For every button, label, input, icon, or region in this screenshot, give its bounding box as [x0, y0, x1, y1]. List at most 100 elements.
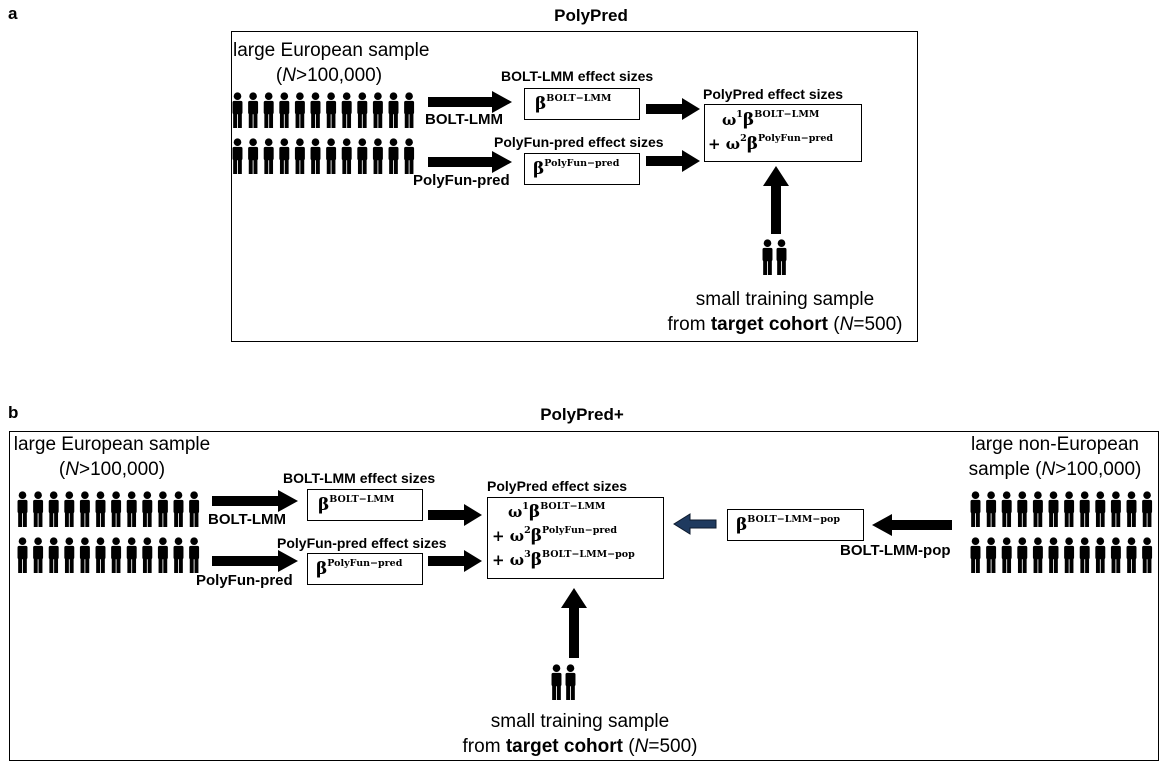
- a-training-sample-label: small training sample from target cohort…: [667, 289, 903, 335]
- a-crowd-bottom: [232, 138, 415, 174]
- person-icon: [1001, 537, 1012, 573]
- person-icon: [310, 138, 321, 174]
- a-arrow-training-up: [763, 166, 789, 234]
- person-icon: [294, 138, 305, 174]
- a-arrow-bolt-to-polypred: [646, 98, 700, 120]
- b-method-bolt: BOLT-LMM: [208, 511, 287, 528]
- person-icon: [95, 537, 106, 573]
- b-training-people: [551, 664, 576, 700]
- b-european-sample-label: large European sample (N>100,000): [13, 434, 211, 480]
- b-arrow-polyfun-to-polypred: [428, 550, 482, 572]
- person-icon: [232, 92, 243, 128]
- arrow-icon: [673, 513, 717, 535]
- arrow-icon: [428, 151, 512, 173]
- person-icon: [1095, 537, 1106, 573]
- arrow-icon: [872, 514, 952, 536]
- arrow-icon: [646, 98, 700, 120]
- person-icon: [1064, 491, 1075, 527]
- person-icon: [142, 537, 153, 573]
- person-icon: [1142, 491, 1153, 527]
- person-icon: [1001, 491, 1012, 527]
- a-beta-bolt-box: βBOLT−LMM: [524, 88, 640, 120]
- person-icon: [126, 491, 137, 527]
- a-training-people: [762, 239, 787, 275]
- b-method-polyfun: PolyFun-pred: [196, 572, 293, 589]
- person-icon: [33, 537, 44, 573]
- arrow-icon: [212, 490, 298, 512]
- b-polypred-formula-box: ω1βBOLT−LMM + ω2βPolyFun−pred + ω3βBOLT−…: [487, 497, 664, 579]
- person-icon: [1142, 537, 1153, 573]
- arrow-icon: [428, 504, 482, 526]
- panel-a-title: PolyPred: [554, 6, 628, 25]
- person-icon: [986, 491, 997, 527]
- a-arrow-polyfun-to-polypred: [646, 150, 700, 172]
- person-icon: [79, 537, 90, 573]
- a-arrow-bolt: [428, 91, 512, 113]
- person-icon: [551, 664, 562, 700]
- person-icon: [48, 537, 59, 573]
- b-crowd-right-bottom: [970, 537, 1153, 573]
- person-icon: [776, 239, 787, 275]
- person-icon: [294, 92, 305, 128]
- person-icon: [17, 491, 28, 527]
- person-icon: [111, 491, 122, 527]
- a-polyfun-effect-caption: PolyFun-pred effect sizes: [494, 134, 664, 150]
- person-icon: [326, 138, 337, 174]
- arrow-icon: [212, 550, 298, 572]
- person-icon: [173, 491, 184, 527]
- person-icon: [1017, 491, 1028, 527]
- person-icon: [1048, 537, 1059, 573]
- a-polypred-formula-box: ω1βBOLT−LMM + ω2βPolyFun−pred: [704, 104, 862, 162]
- person-icon: [372, 92, 383, 128]
- panel-a-letter: a: [8, 4, 18, 23]
- person-icon: [1079, 537, 1090, 573]
- b-beta-bolt-box: βBOLT−LMM: [307, 489, 423, 521]
- a-bolt-effect-caption: BOLT-LMM effect sizes: [501, 68, 654, 84]
- person-icon: [157, 537, 168, 573]
- person-icon: [565, 664, 576, 700]
- b-bolt-effect-caption: BOLT-LMM effect sizes: [283, 470, 436, 486]
- arrow-icon: [561, 588, 587, 658]
- person-icon: [372, 138, 383, 174]
- person-icon: [970, 491, 981, 527]
- person-icon: [404, 138, 415, 174]
- person-icon: [341, 138, 352, 174]
- arrow-icon: [428, 550, 482, 572]
- person-icon: [1110, 537, 1121, 573]
- person-icon: [1110, 491, 1121, 527]
- person-icon: [173, 537, 184, 573]
- person-icon: [357, 138, 368, 174]
- b-crowd-top: [17, 491, 200, 527]
- b-method-pop: BOLT-LMM-pop: [840, 542, 951, 559]
- b-arrow-bolt-to-polypred: [428, 504, 482, 526]
- b-arrow-polyfun: [212, 550, 298, 572]
- person-icon: [157, 491, 168, 527]
- person-icon: [310, 92, 321, 128]
- person-icon: [1095, 491, 1106, 527]
- person-icon: [64, 491, 75, 527]
- person-icon: [970, 537, 981, 573]
- b-polyfun-effect-caption: PolyFun-pred effect sizes: [277, 535, 447, 551]
- b-arrow-training-up: [561, 588, 587, 658]
- person-icon: [357, 92, 368, 128]
- panel-a-frame: [231, 31, 918, 342]
- person-icon: [326, 92, 337, 128]
- person-icon: [189, 537, 200, 573]
- person-icon: [126, 537, 137, 573]
- person-icon: [17, 537, 28, 573]
- person-icon: [33, 491, 44, 527]
- person-icon: [64, 537, 75, 573]
- b-beta-polyfun-box: βPolyFun−pred: [307, 553, 423, 585]
- person-icon: [189, 491, 200, 527]
- person-icon: [762, 239, 773, 275]
- arrow-icon: [428, 91, 512, 113]
- a-crowd-top: [232, 92, 415, 128]
- person-icon: [388, 92, 399, 128]
- person-icon: [248, 138, 259, 174]
- person-icon: [79, 491, 90, 527]
- person-icon: [1064, 537, 1075, 573]
- panel-b-letter: b: [8, 403, 19, 422]
- person-icon: [95, 491, 106, 527]
- a-european-sample-label: large European sample (N>100,000): [233, 40, 430, 86]
- person-icon: [263, 138, 274, 174]
